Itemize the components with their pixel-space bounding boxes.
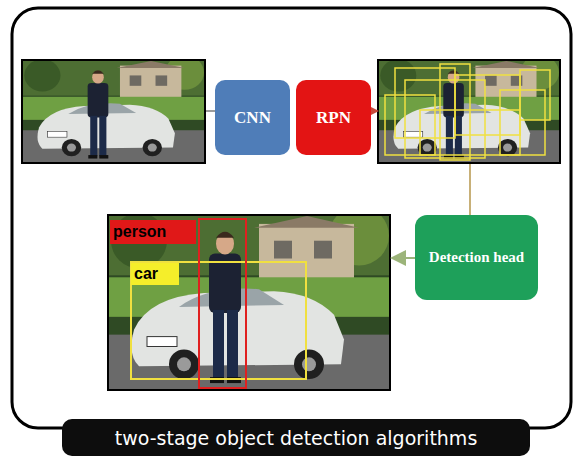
box-label: Detection head — [429, 248, 524, 267]
process-box: Detection head — [415, 215, 538, 300]
class-label: person — [110, 220, 196, 244]
box-label: RPN — [316, 107, 351, 128]
class-label-text: person — [113, 222, 166, 242]
class-label: car — [131, 263, 179, 285]
caption: two-stage object detection algorithms — [115, 427, 478, 449]
class-label-text: car — [134, 264, 158, 284]
caption-box: two-stage object detection algorithms — [62, 419, 530, 456]
process-box: CNN — [215, 80, 290, 155]
process-box: RPN — [296, 80, 371, 155]
box-label: CNN — [234, 107, 271, 128]
